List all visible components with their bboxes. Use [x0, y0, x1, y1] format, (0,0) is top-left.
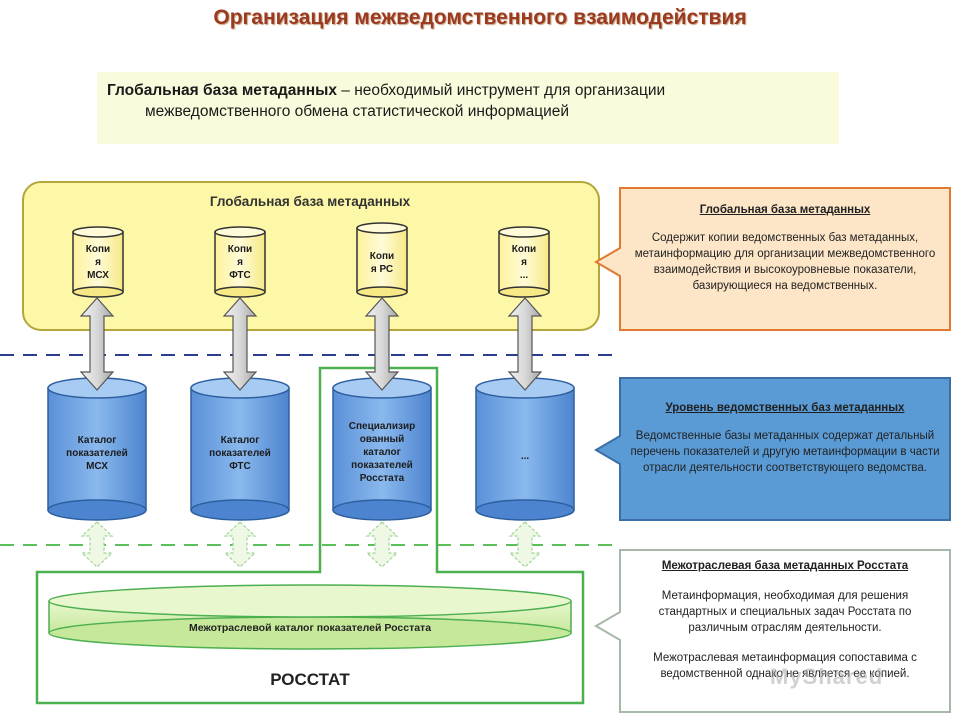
panel-rosstat-shape: [594, 549, 951, 713]
catalog-cylinder-other: [475, 377, 575, 521]
panel-rosstat-body1: Метаинформация, необходимая для решения …: [658, 590, 912, 634]
subtitle-rest: – необходимый инструмент для организации: [336, 82, 666, 99]
copy-cylinder-msh: [72, 226, 124, 298]
global-db-title: Глобальная база метаданных: [209, 194, 411, 209]
catalog-cylinder-rosstat: [332, 377, 432, 521]
copy-cylinder-other: [498, 226, 550, 298]
panel-dept-body: Ведомственные базы метаданных содержат д…: [630, 430, 940, 474]
subtitle-bold: Глобальная база метаданных: [107, 82, 337, 99]
panel-global: Глобальная база метаданных Содержит копи…: [628, 204, 942, 294]
rosstat-frame: [35, 366, 585, 705]
panel-dept: Уровень ведомственных баз метаданных Вед…: [628, 402, 942, 476]
catalog-label-other: ...: [520, 451, 530, 462]
panel-dept-shape: [594, 377, 951, 521]
panel-rosstat-title: Межотраслевая база метаданных Росстата: [661, 560, 909, 572]
copy-cylinder-fts: [214, 226, 266, 298]
panel-global-shape: [594, 187, 951, 331]
catalog-cylinder-msh: [47, 377, 147, 521]
panel-rosstat: Межотраслевая база метаданных Росстата М…: [628, 560, 942, 682]
subtitle-box: [97, 72, 839, 144]
green-arrow-other: [508, 521, 542, 568]
panel-rosstat-body2: Межотраслевая метаинформация сопоставима…: [653, 652, 917, 680]
green-arrow-msh: [80, 521, 114, 568]
arrow-copy-msh: [79, 297, 115, 391]
subtitle-line2: межведомственного обмена статистической …: [145, 103, 570, 120]
copy-cylinder-rs: [356, 222, 408, 298]
panel-global-title: Глобальная база метаданных: [699, 204, 871, 216]
subtitle-text: Глобальная база метаданных – необходимый…: [107, 80, 827, 122]
global-db-box: [22, 181, 600, 331]
arrow-copy-other: [507, 297, 543, 391]
panel-dept-title: Уровень ведомственных баз метаданных: [665, 402, 905, 414]
intersect-catalog-label: Межотраслевой каталог показателей Росста…: [188, 622, 432, 634]
green-arrow-rosstat: [365, 521, 399, 568]
panel-global-body: Содержит копии ведомственных баз метадан…: [634, 232, 936, 292]
arrow-copy-fts: [222, 297, 258, 391]
catalog-cylinder-fts: [190, 377, 290, 521]
intersect-oval: [48, 584, 572, 650]
page-title: Организация межведомственного взаимодейс…: [213, 6, 747, 29]
watermark-logo: MyShared: [770, 664, 884, 689]
green-arrow-fts: [223, 521, 257, 568]
arrow-copy-rs: [364, 297, 400, 391]
rosstat-label: РОССТАТ: [270, 670, 350, 689]
